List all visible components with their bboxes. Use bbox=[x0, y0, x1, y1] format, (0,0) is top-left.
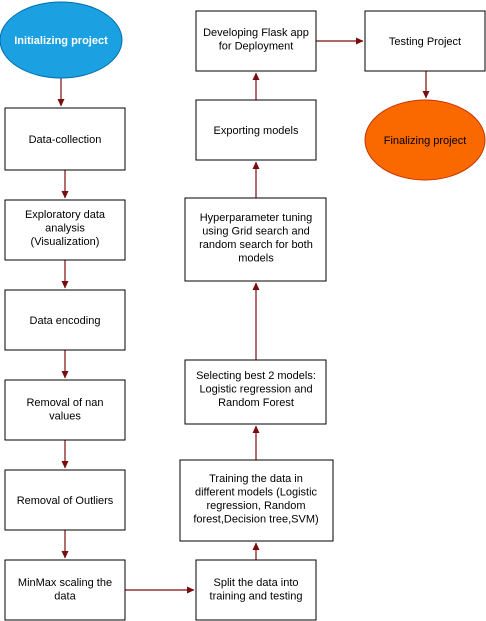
selecting-box: Selecting best 2 models: Logistic regress… bbox=[184, 359, 327, 425]
nan-removal-box: Removal of nan values bbox=[4, 379, 126, 441]
nan-removal-label-line-2: values bbox=[49, 411, 81, 423]
eda-label-line-2: analysis bbox=[45, 223, 85, 235]
eda-label-line-1: Exploratory data bbox=[25, 209, 106, 221]
data-encoding-label-line-1: Data encoding bbox=[30, 315, 101, 327]
minmax-label-line-2: data bbox=[54, 591, 76, 603]
tuning-label-line-4: models bbox=[238, 253, 274, 265]
end-node: Finalizing project bbox=[364, 99, 486, 181]
testing-label: Testing Project bbox=[389, 36, 461, 48]
flask-label-line-1: Developing Flask app bbox=[203, 27, 309, 39]
selecting-label: Selecting best 2 models: Logistic regress… bbox=[196, 370, 316, 409]
testing-box: Testing Project bbox=[364, 10, 486, 72]
minmax-box: MinMax scaling the data bbox=[4, 559, 126, 621]
training-label: Training the data in different models (Lo… bbox=[193, 473, 318, 526]
flask-box: Developing Flask app for Deployment bbox=[195, 10, 317, 72]
tuning-label: Hyperparameter tuning using Grid search a… bbox=[199, 212, 313, 265]
selecting-label-line-1: Selecting best 2 models: bbox=[196, 370, 316, 382]
end-label: Finalizing project bbox=[384, 135, 467, 147]
eda-box: Exploratory data analysis(Visualization) bbox=[4, 199, 126, 261]
end-ellipse bbox=[364, 99, 486, 181]
selecting-label-line-3: Random Forest bbox=[218, 397, 294, 409]
data-encoding-label: Data encoding bbox=[30, 315, 101, 327]
tuning-label-line-3: random search for both bbox=[199, 239, 313, 251]
split-box: Split the data into training and testing bbox=[195, 559, 317, 621]
minmax-label: MinMax scaling the data bbox=[18, 577, 112, 603]
outliers-box: Removal of Outliers bbox=[4, 469, 126, 531]
minmax-label-line-1: MinMax scaling the bbox=[18, 577, 112, 589]
start-ellipse bbox=[0, 1, 123, 79]
data-collection-label: Data-collection bbox=[29, 134, 102, 146]
start-node: Initializing project bbox=[0, 1, 123, 79]
end-label-line-1: Finalizing project bbox=[384, 135, 467, 147]
nan-removal-label: Removal of nan values bbox=[26, 397, 103, 423]
eda-label: Exploratory data analysis(Visualization) bbox=[25, 209, 106, 248]
training-label-line-2: different models (Logistic bbox=[195, 487, 318, 499]
exporting-label-line-1: Exporting models bbox=[214, 125, 299, 137]
tuning-label-line-1: Hyperparameter tuning bbox=[200, 212, 313, 224]
exporting-label: Exporting models bbox=[214, 125, 299, 137]
split-label: Split the data into training and testing bbox=[210, 577, 303, 603]
start-label-line-1: Initializing project bbox=[14, 35, 108, 47]
flask-label-line-2: for Deployment bbox=[219, 41, 294, 53]
training-label-line-4: forest,Decision tree,SVM) bbox=[193, 514, 318, 526]
eda-label-line-3: (Visualization) bbox=[31, 236, 100, 248]
selecting-label-line-2: Logistic regression and bbox=[199, 384, 312, 396]
training-label-line-3: regression, Random bbox=[206, 500, 305, 512]
connectors bbox=[57, 37, 430, 594]
tuning-box: Hyperparameter tuning using Grid search a… bbox=[184, 197, 327, 282]
training-box: Training the data in different models (Lo… bbox=[179, 459, 334, 542]
data-encoding-box: Data encoding bbox=[4, 289, 126, 351]
outliers-label-line-1: Removal of Outliers bbox=[17, 495, 114, 507]
start-label: Initializing project bbox=[14, 35, 108, 47]
outliers-label: Removal of Outliers bbox=[17, 495, 114, 507]
tuning-label-line-2: using Grid search and bbox=[202, 226, 310, 238]
data-collection-label-line-1: Data-collection bbox=[29, 134, 102, 146]
split-label-line-2: training and testing bbox=[210, 591, 303, 603]
testing-label-line-1: Testing Project bbox=[389, 36, 461, 48]
split-label-line-1: Split the data into bbox=[213, 577, 298, 589]
flask-label: Developing Flask app for Deployment bbox=[203, 27, 309, 53]
nan-removal-label-line-1: Removal of nan bbox=[26, 397, 103, 409]
exporting-box: Exporting models bbox=[195, 99, 317, 161]
training-label-line-1: Training the data in bbox=[209, 473, 303, 485]
data-collection-box: Data-collection bbox=[4, 107, 126, 171]
